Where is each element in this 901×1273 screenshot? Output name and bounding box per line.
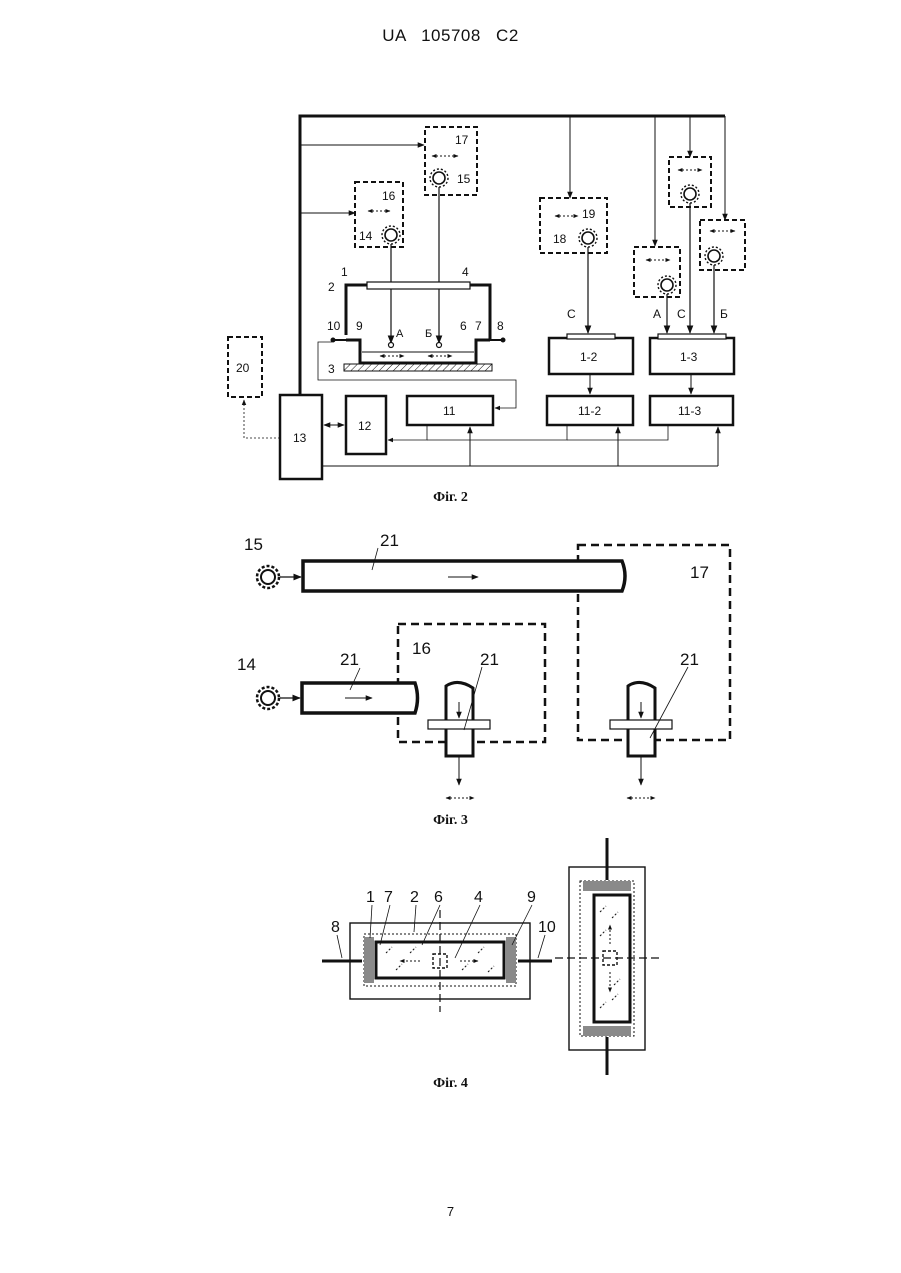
fig2-labels: 1 2 4 10 9 А Б 6 7 8 3 16 14 17 15 19 18… bbox=[236, 133, 728, 445]
label-14: 14 bbox=[359, 229, 373, 243]
label-2: 2 bbox=[410, 889, 419, 906]
label-10: 10 bbox=[327, 319, 341, 333]
label-3: 3 bbox=[328, 362, 335, 376]
label-c-2: С bbox=[677, 307, 686, 321]
label-c-1: С bbox=[567, 307, 576, 321]
label-a-2: А bbox=[653, 307, 661, 321]
label-15: 15 bbox=[244, 535, 263, 554]
label-7: 7 bbox=[384, 889, 393, 906]
label-4: 4 bbox=[474, 889, 483, 906]
label-21-a: 21 bbox=[380, 531, 399, 550]
label-4: 4 bbox=[462, 265, 469, 279]
fig3-labels: 15 21 17 16 14 21 21 21 bbox=[237, 531, 709, 674]
label-21-b: 21 bbox=[340, 650, 359, 669]
label-b-2: Б bbox=[720, 307, 728, 321]
label-7: 7 bbox=[475, 319, 482, 333]
label-1: 1 bbox=[366, 889, 375, 906]
label-block-1-2: 1-2 bbox=[580, 350, 598, 364]
label-block-13: 13 bbox=[293, 431, 307, 445]
label-9: 9 bbox=[527, 889, 536, 906]
fig2-diagram bbox=[228, 116, 745, 479]
label-16: 16 bbox=[382, 189, 396, 203]
fig4-caption: Фіг. 4 bbox=[0, 1076, 901, 1092]
label-21-d: 21 bbox=[680, 650, 699, 669]
label-20: 20 bbox=[236, 361, 250, 375]
fig3-diagram bbox=[257, 545, 730, 798]
label-block-11-3: 11-3 bbox=[678, 404, 701, 418]
label-17: 17 bbox=[455, 133, 469, 147]
label-14: 14 bbox=[237, 655, 256, 674]
label-10: 10 bbox=[538, 919, 556, 936]
fig4-diagram bbox=[322, 838, 660, 1075]
label-19: 19 bbox=[582, 207, 596, 221]
label-6: 6 bbox=[460, 319, 467, 333]
label-16: 16 bbox=[412, 639, 431, 658]
label-block-11-2: 11-2 bbox=[578, 404, 601, 418]
label-17: 17 bbox=[690, 563, 709, 582]
fig4-labels: 1 7 2 6 4 9 8 10 bbox=[331, 889, 556, 936]
label-block-11: 11 bbox=[443, 404, 456, 418]
label-8: 8 bbox=[497, 319, 504, 333]
label-9: 9 bbox=[356, 319, 363, 333]
page-number: 7 bbox=[0, 1204, 901, 1219]
label-2: 2 bbox=[328, 280, 335, 294]
label-6: 6 bbox=[434, 889, 443, 906]
label-21-c: 21 bbox=[480, 650, 499, 669]
label-18: 18 bbox=[553, 232, 567, 246]
label-point-b: Б bbox=[425, 328, 432, 340]
label-point-a: А bbox=[396, 328, 404, 340]
fig3-caption: Фіг. 3 bbox=[0, 813, 901, 829]
label-block-1-3: 1-3 bbox=[680, 350, 698, 364]
label-15: 15 bbox=[457, 172, 471, 186]
fig2-caption: Фіг. 2 bbox=[0, 490, 901, 506]
label-8: 8 bbox=[331, 919, 340, 936]
label-block-12: 12 bbox=[358, 419, 372, 433]
label-1: 1 bbox=[341, 265, 348, 279]
